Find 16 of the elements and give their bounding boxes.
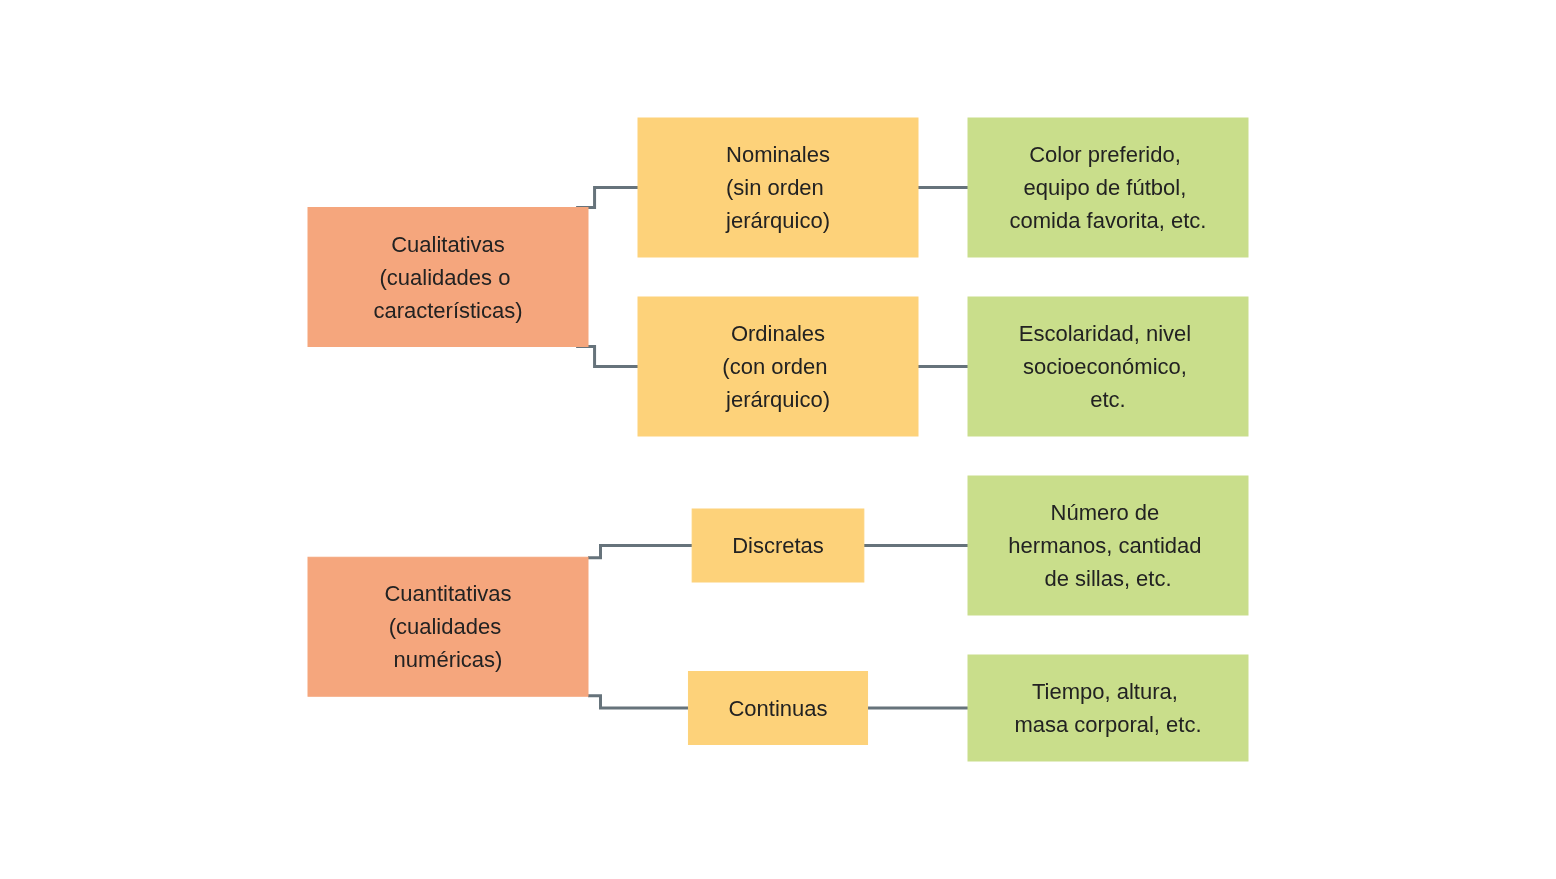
- connector: [867, 706, 968, 710]
- node-box: Discretas: [691, 508, 865, 583]
- connector: [588, 694, 689, 710]
- node-box: Ordinales (con orden jerárquico): [637, 296, 919, 437]
- connector: [588, 544, 693, 560]
- node-box: Nominales (sin orden jerárquico): [637, 117, 919, 258]
- node-box: Cuantitativas (cualidades numéricas): [307, 556, 589, 697]
- node-box: Cualitativas (cualidades o características): [307, 207, 589, 347]
- node-box: Tiempo, altura, masa corporal, etc.: [967, 654, 1249, 762]
- node-box: Color preferido, equipo de fútbol, comida favorita, etc.: [967, 117, 1249, 258]
- connector: [918, 186, 968, 189]
- node-box: Continuas: [687, 671, 869, 745]
- connector: [863, 544, 968, 547]
- node-box: Escolaridad, nivel socioeconómico, etc.: [967, 296, 1249, 437]
- node-box: Número de hermanos, cantidad de sillas, etc.: [967, 475, 1249, 616]
- connector: [918, 365, 968, 368]
